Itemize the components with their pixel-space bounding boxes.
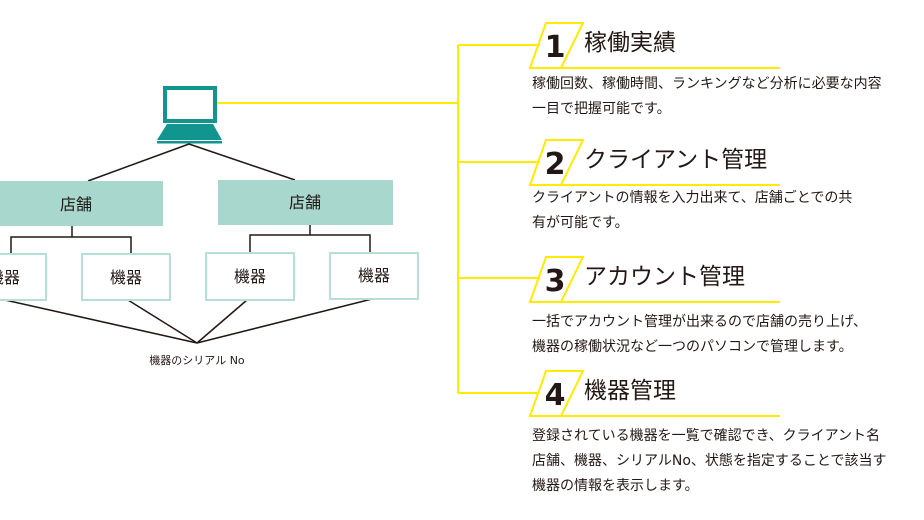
store-box: 店舗 bbox=[218, 180, 393, 225]
feature-title: アカウント管理 bbox=[584, 264, 745, 290]
store-label: 店舗 bbox=[289, 193, 321, 212]
feature-description: 機器の情報を表示します。 bbox=[532, 478, 699, 494]
feature-number: 1 bbox=[545, 30, 566, 65]
feature-description: 登録されている機器を一覧で確認でき、クライアント名 bbox=[532, 428, 881, 444]
feature-number: 4 bbox=[545, 378, 566, 413]
feature-description: 一括でアカウント管理が出来るので店舗の売り上げ、 bbox=[532, 314, 868, 330]
feature-title: 稼働実績 bbox=[584, 30, 676, 56]
device-box bbox=[205, 252, 295, 301]
feature-title: クライアント管理 bbox=[584, 147, 768, 173]
store-box: 店舗 bbox=[0, 181, 163, 226]
feature-description: 機器の稼働状況など一つのパソコンで管理します。 bbox=[532, 339, 853, 355]
device-label: 機器 bbox=[358, 266, 390, 285]
device-box bbox=[0, 253, 47, 301]
feature-number: 2 bbox=[545, 147, 566, 182]
feature-title: 機器管理 bbox=[584, 378, 676, 404]
feature-description: 一目で把握可能です。 bbox=[532, 101, 671, 117]
device-label: 機器 bbox=[110, 268, 142, 287]
device-label: 機器 bbox=[0, 268, 20, 287]
feature-description: 店舗、機器、シリアルNo、状態を指定することで該当す bbox=[532, 453, 887, 469]
feature-description: クライアントの情報を入力出来て、店舗ごとでの共 bbox=[532, 190, 853, 206]
laptop-icon bbox=[157, 86, 222, 144]
serial-label: 機器のシリアル No bbox=[149, 353, 245, 367]
device-box bbox=[81, 253, 171, 301]
store-label: 店舗 bbox=[60, 195, 92, 214]
feature-description: 有が可能です。 bbox=[532, 215, 629, 231]
feature-number-badge: 3 bbox=[528, 256, 780, 303]
feature-description: 稼働回数、稼働時間、ランキングなど分析に必要な内容 bbox=[532, 76, 882, 92]
feature-number-badge: 1 bbox=[528, 22, 780, 69]
device-box bbox=[329, 252, 419, 300]
feature-number-badge: 4 bbox=[528, 370, 780, 417]
tree-lines bbox=[4, 143, 373, 344]
device-label: 機器 bbox=[234, 267, 266, 286]
feature-connectors bbox=[215, 44, 540, 394]
feature-number: 3 bbox=[545, 264, 566, 299]
feature-number-badge: 2 bbox=[528, 139, 780, 186]
